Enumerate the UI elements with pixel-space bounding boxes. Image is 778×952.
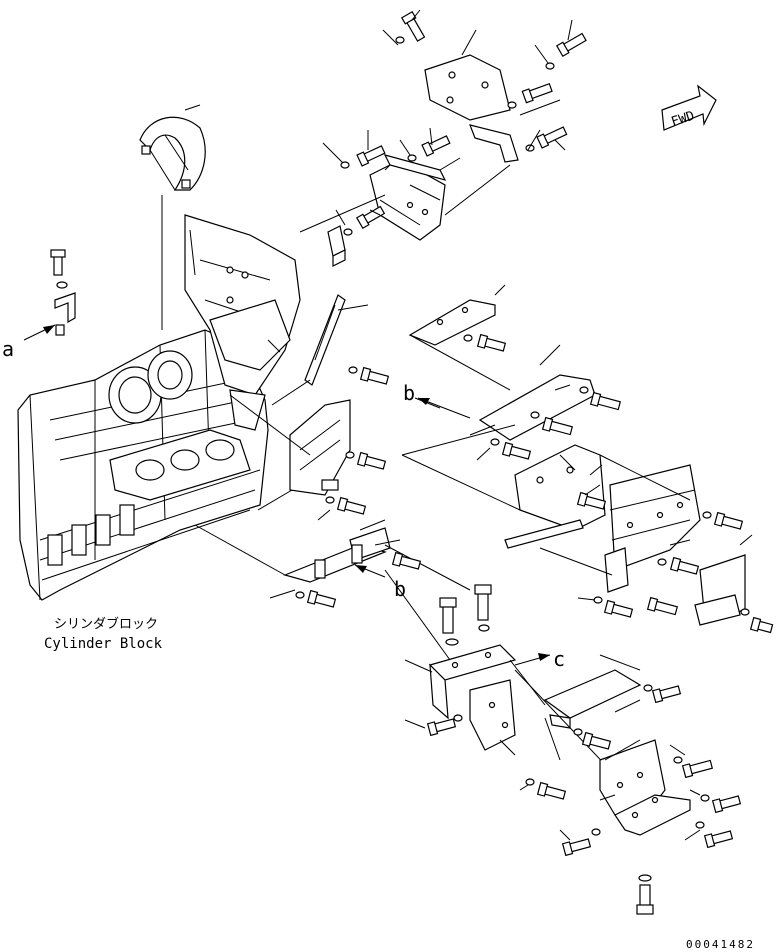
right-upper-frame bbox=[408, 284, 596, 441]
cylinder-block-jp-label: シリンダブロック bbox=[54, 616, 158, 632]
drawing-number: 00041482 bbox=[686, 938, 755, 951]
side-plate-right bbox=[694, 534, 753, 626]
fwd-arrow: FWD bbox=[661, 84, 717, 131]
stay-rod bbox=[304, 294, 369, 386]
callout-b-upper-label: b bbox=[403, 381, 415, 405]
callout-arrows bbox=[23, 324, 551, 666]
callout-b-lower-label: b bbox=[394, 577, 406, 601]
small-clip bbox=[327, 225, 346, 267]
lower-mount-bracket bbox=[599, 739, 691, 836]
top-cover-plate bbox=[424, 29, 561, 163]
cylinder-block-en-label: Cylinder Block bbox=[44, 636, 163, 652]
heat-shield-cover bbox=[139, 104, 206, 330]
upper-bracket bbox=[299, 154, 511, 241]
lower-cross-member bbox=[509, 654, 642, 776]
callout-c-label: c bbox=[553, 647, 565, 671]
leader-lines bbox=[267, 9, 701, 841]
lower-bracket-left bbox=[384, 569, 517, 751]
middle-bracket bbox=[229, 379, 351, 511]
fwd-label: FWD bbox=[669, 109, 696, 131]
large-frame-plate bbox=[401, 424, 701, 593]
cylinder-block bbox=[17, 214, 301, 601]
callout-a-label: a bbox=[2, 337, 14, 361]
rail-bracket bbox=[194, 519, 471, 591]
bolts-and-washers bbox=[50, 10, 774, 915]
